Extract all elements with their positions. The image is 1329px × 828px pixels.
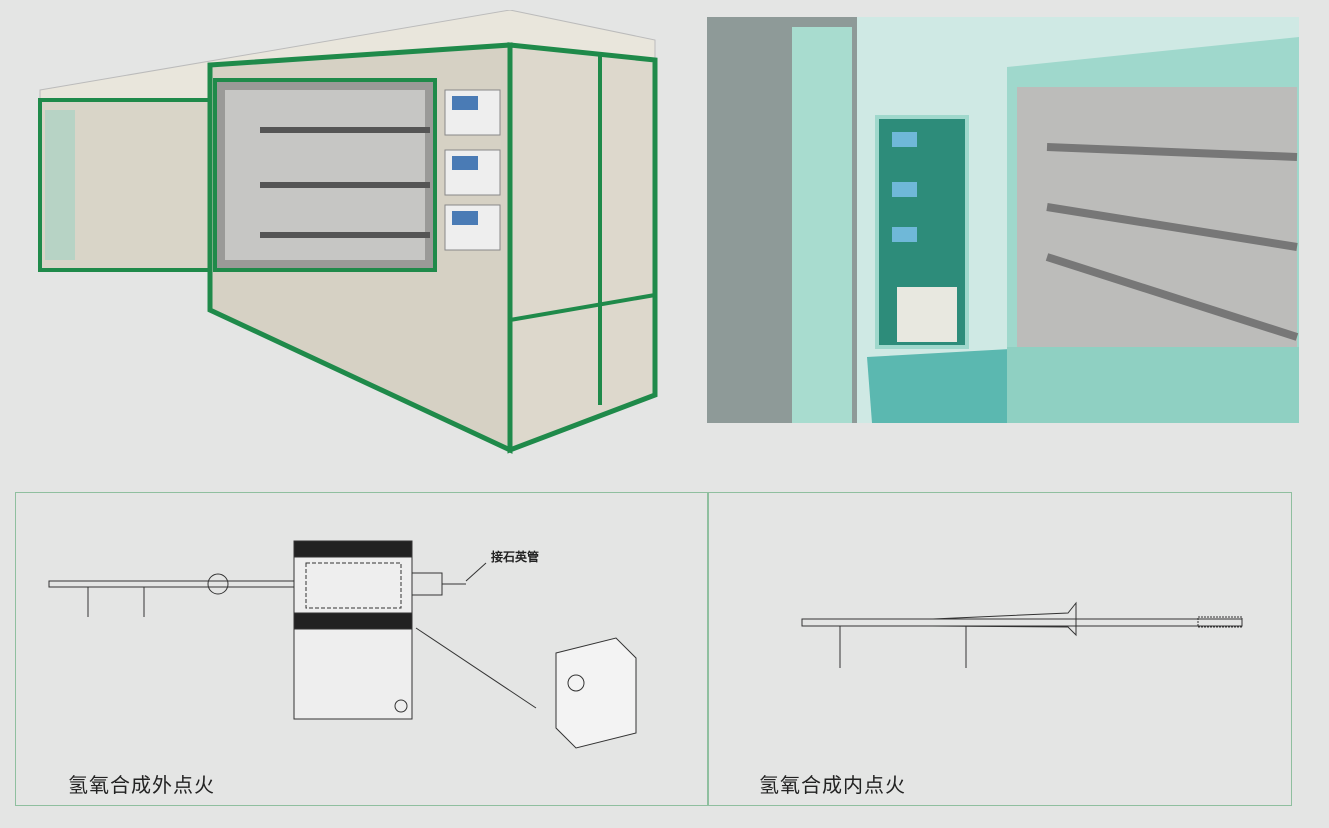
internal-ignition-drawing bbox=[801, 601, 1243, 668]
quartz-tube-callout: 接石英管 bbox=[491, 550, 540, 564]
internal-ignition-caption: 氢氧合成内点火 bbox=[759, 773, 906, 797]
external-ignition-caption: 氢氧合成外点火 bbox=[68, 773, 215, 797]
machine-render bbox=[38, 10, 658, 454]
external-ignition-panel: 接石英管 氢氧合成外点火 bbox=[15, 492, 709, 806]
external-ignition-drawing bbox=[48, 540, 637, 749]
room-photo bbox=[707, 17, 1299, 423]
internal-ignition-panel: 氢氧合成内点火 bbox=[707, 492, 1292, 806]
